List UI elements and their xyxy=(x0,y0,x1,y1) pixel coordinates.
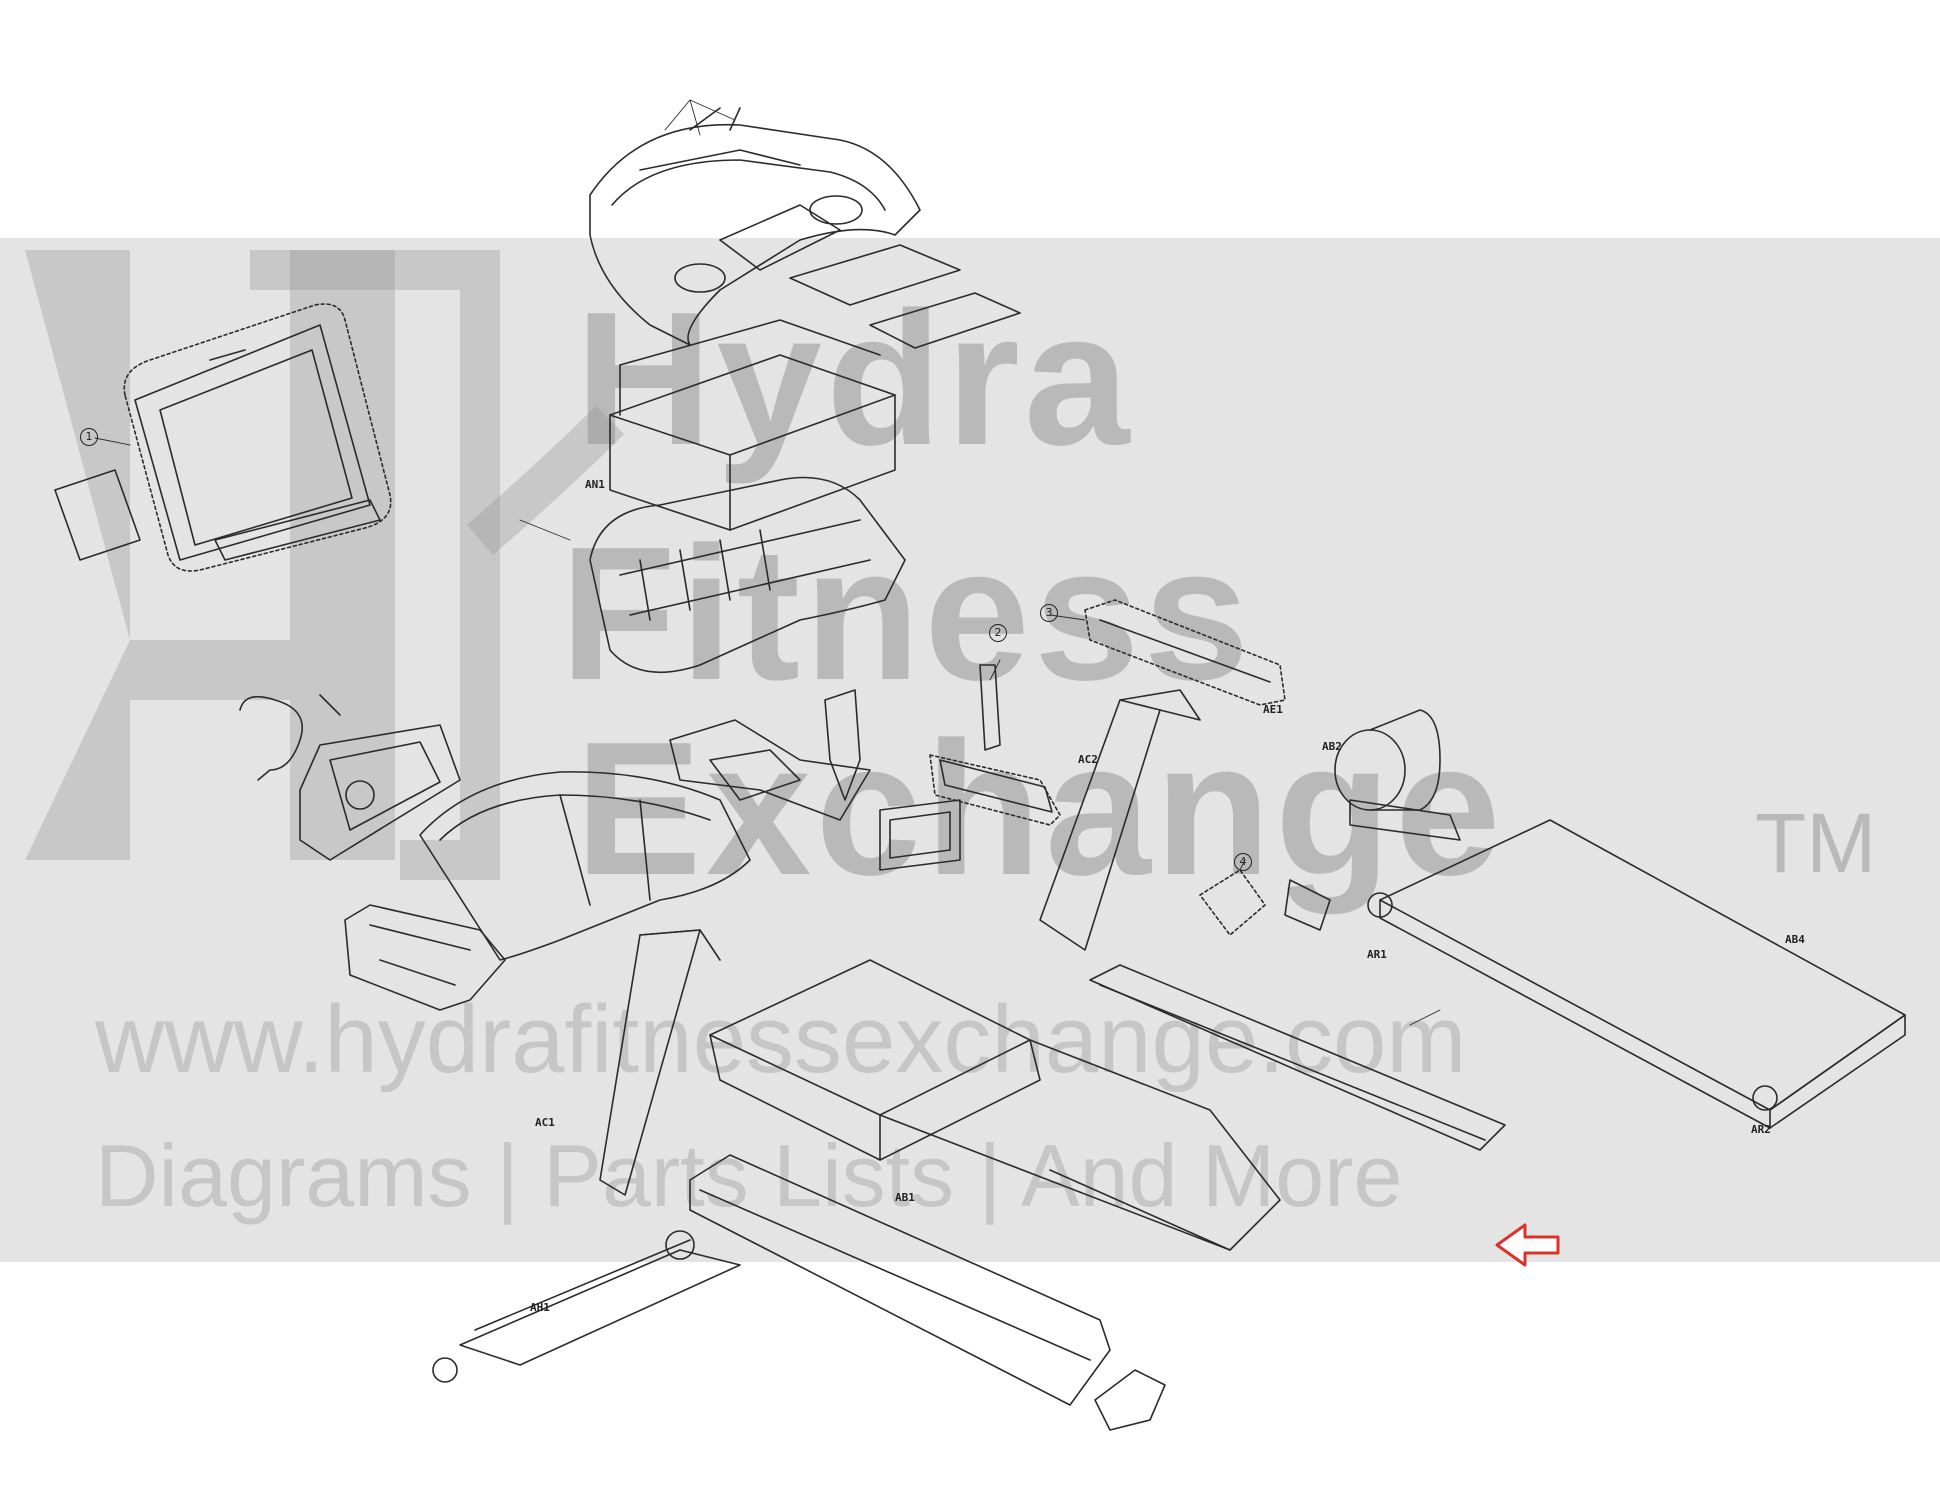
handrail-grip xyxy=(929,664,1061,826)
label-ac2: AC2 xyxy=(1078,753,1098,766)
label-an1: AN1 xyxy=(585,478,605,491)
watermark-brand-line2: Fitness xyxy=(560,508,1254,720)
callout-circle-3: 3 xyxy=(1040,604,1058,622)
lift-bracket xyxy=(1199,869,1331,936)
side-rail-right xyxy=(1089,964,1506,1151)
label-ar2: AR2 xyxy=(1751,1123,1771,1136)
lift-motor xyxy=(824,689,861,801)
label-ab2: AB2 xyxy=(1322,740,1342,753)
watermark-trademark: TM xyxy=(1755,796,1877,890)
label-ar1: AR1 xyxy=(1367,948,1387,961)
side-rail-left xyxy=(689,1154,1111,1406)
rear-end-cap xyxy=(1094,1369,1166,1431)
right-upright xyxy=(1039,689,1201,951)
callout-circle-4: 4 xyxy=(1234,853,1252,871)
display-monitor xyxy=(54,303,392,572)
motor-hood-front xyxy=(299,724,461,861)
console-frame xyxy=(609,319,896,531)
left-upright xyxy=(599,929,721,1196)
label-ab1: AB1 xyxy=(895,1191,915,1204)
handrail-top xyxy=(1084,599,1286,706)
front-bumper xyxy=(344,904,506,1011)
motor-hood xyxy=(419,771,751,961)
drive-motor xyxy=(1334,709,1461,841)
running-deck xyxy=(1367,819,1906,1129)
power-cord xyxy=(239,694,341,781)
label-ac1: AC1 xyxy=(535,1116,555,1129)
watermark-brand-line1: Hydra xyxy=(575,273,1134,485)
watermark-tagline: Diagrams | Parts Lists | And More xyxy=(95,1126,1403,1225)
leader-lines xyxy=(94,99,1441,1026)
console-top-cover xyxy=(589,107,921,346)
callout-circle-2: 2 xyxy=(989,624,1007,642)
label-ah1: AH1 xyxy=(530,1301,550,1314)
label-ab4: AB4 xyxy=(1785,933,1805,946)
main-frame xyxy=(709,959,1281,1251)
console-rear-cover xyxy=(589,476,906,674)
console-overlay-sheets xyxy=(789,244,1021,349)
callout-circle-1: 1 xyxy=(80,428,98,446)
label-ae1: AE1 xyxy=(1263,703,1283,716)
front-base-frame xyxy=(432,1230,741,1383)
watermark-band xyxy=(0,238,1940,1262)
motor-controller-board xyxy=(879,799,961,871)
watermark-url: www.hydrafitnessexchange.com xyxy=(95,986,1467,1093)
highlight-arrow-icon xyxy=(1495,1223,1560,1267)
motor-hood-rear xyxy=(669,719,871,821)
